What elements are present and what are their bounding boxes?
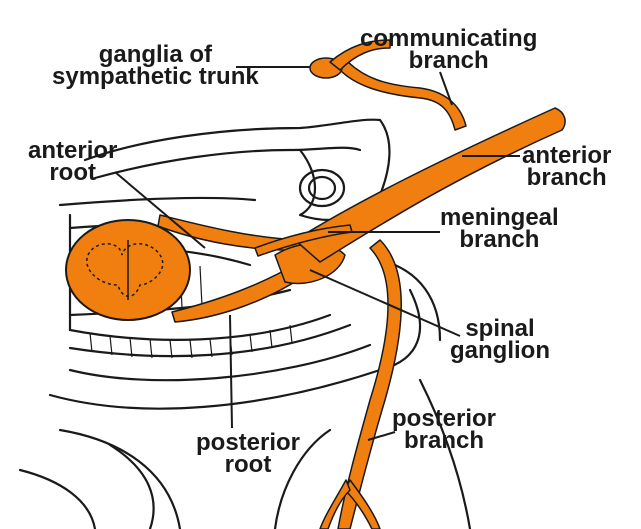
- label-anterior-branch-line1: anterior: [522, 142, 612, 169]
- label-communicating-line2: branch: [408, 47, 489, 74]
- label-anterior-root-line2: root: [49, 159, 96, 186]
- label-posterior-root-line1: posterior: [196, 429, 301, 456]
- posterior-branch-nerve: [337, 239, 402, 529]
- nerve-paths: [157, 39, 566, 529]
- label-spinal-ganglion: spinal ganglion: [450, 315, 550, 364]
- label-posterior-root: posterior root: [196, 429, 301, 478]
- leader-communicating: [439, 71, 453, 106]
- label-ganglia-line2: sympathetic trunk: [52, 63, 259, 90]
- label-spinal-line1: spinal: [465, 315, 535, 342]
- label-posterior-branch: posterior branch: [392, 405, 497, 454]
- label-anterior-root: anterior root: [28, 137, 118, 186]
- leader-spinal-ganglion: [309, 269, 461, 337]
- leader-lines: [114, 66, 520, 441]
- label-anterior-root-line1: anterior: [28, 137, 118, 164]
- spinal-cord: [65, 219, 191, 321]
- label-spinal-line2: ganglion: [450, 337, 550, 364]
- label-meningeal-line2: branch: [459, 226, 540, 253]
- label-ganglia-line1: ganglia of: [98, 41, 213, 68]
- leader-posterior-root: [229, 314, 233, 429]
- label-meningeal-branch: meningeal branch: [440, 204, 559, 253]
- label-posterior-branch-line2: branch: [404, 427, 485, 454]
- label-anterior-branch: anterior branch: [522, 142, 612, 191]
- leader-anterior-root: [114, 171, 206, 249]
- label-communicating-line1: communicating: [360, 25, 538, 52]
- label-communicating-branch: communicating branch: [360, 25, 538, 74]
- anterior-branch-nerve: [294, 107, 566, 263]
- label-posterior-root-line2: root: [224, 451, 272, 478]
- label-anterior-branch-line2: branch: [526, 164, 607, 191]
- label-posterior-branch-line1: posterior: [392, 405, 497, 432]
- label-ganglia-sympathetic-trunk: ganglia of sympathetic trunk: [52, 41, 259, 90]
- leader-posterior-branch: [367, 431, 396, 441]
- label-meningeal-line1: meningeal: [440, 204, 559, 231]
